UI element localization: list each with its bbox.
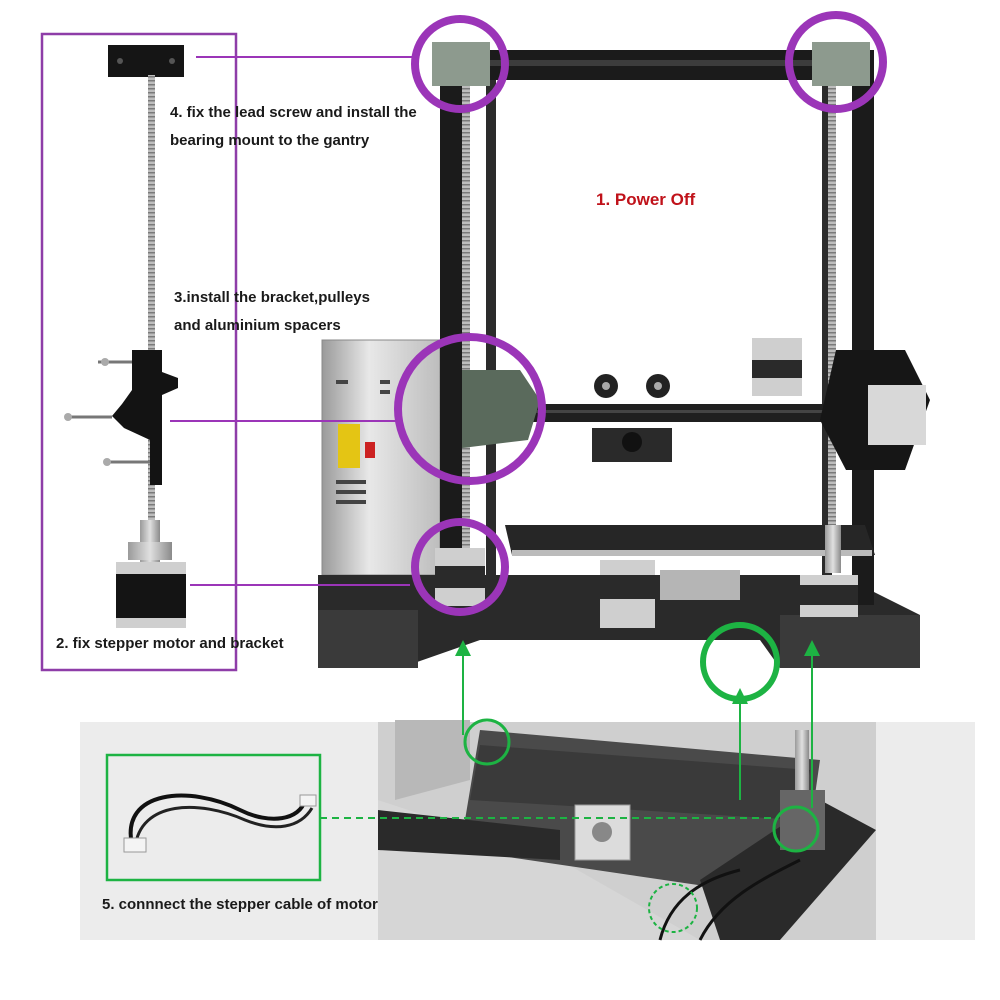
bottom-zoom-photo [378, 720, 876, 941]
stepper-cable-icon [123, 793, 317, 853]
label-step4-line2: bearing mount to the gantry [170, 132, 370, 149]
purple-leaders [170, 56, 415, 586]
exploded-view-box [40, 32, 238, 672]
label-step2: 2. fix stepper motor and bracket [56, 635, 284, 652]
callout-circle-top-left [411, 15, 509, 113]
label-step3-line1: 3.install the bracket,pulleys [174, 289, 370, 306]
callout-circle-top-right [785, 11, 887, 113]
callout-circle-connector [648, 883, 698, 933]
callout-circle-bracket [394, 333, 546, 485]
label-step1: 1. Power Off [596, 190, 696, 209]
callout-circle-zoom-right [772, 805, 820, 853]
callout-circle-zoom-left [463, 718, 511, 766]
green-arrowheads [455, 640, 820, 704]
green-leaders [320, 650, 813, 819]
label-step4-line1: 4. fix the lead screw and install the [170, 104, 417, 121]
exploded-z-assembly [64, 45, 186, 628]
label-step5: 5. connnect the stepper cable of motor [102, 896, 378, 913]
label-step3-line2: and aluminium spacers [174, 317, 341, 334]
callout-circle-motor [411, 518, 509, 616]
printer-photo [318, 42, 930, 668]
